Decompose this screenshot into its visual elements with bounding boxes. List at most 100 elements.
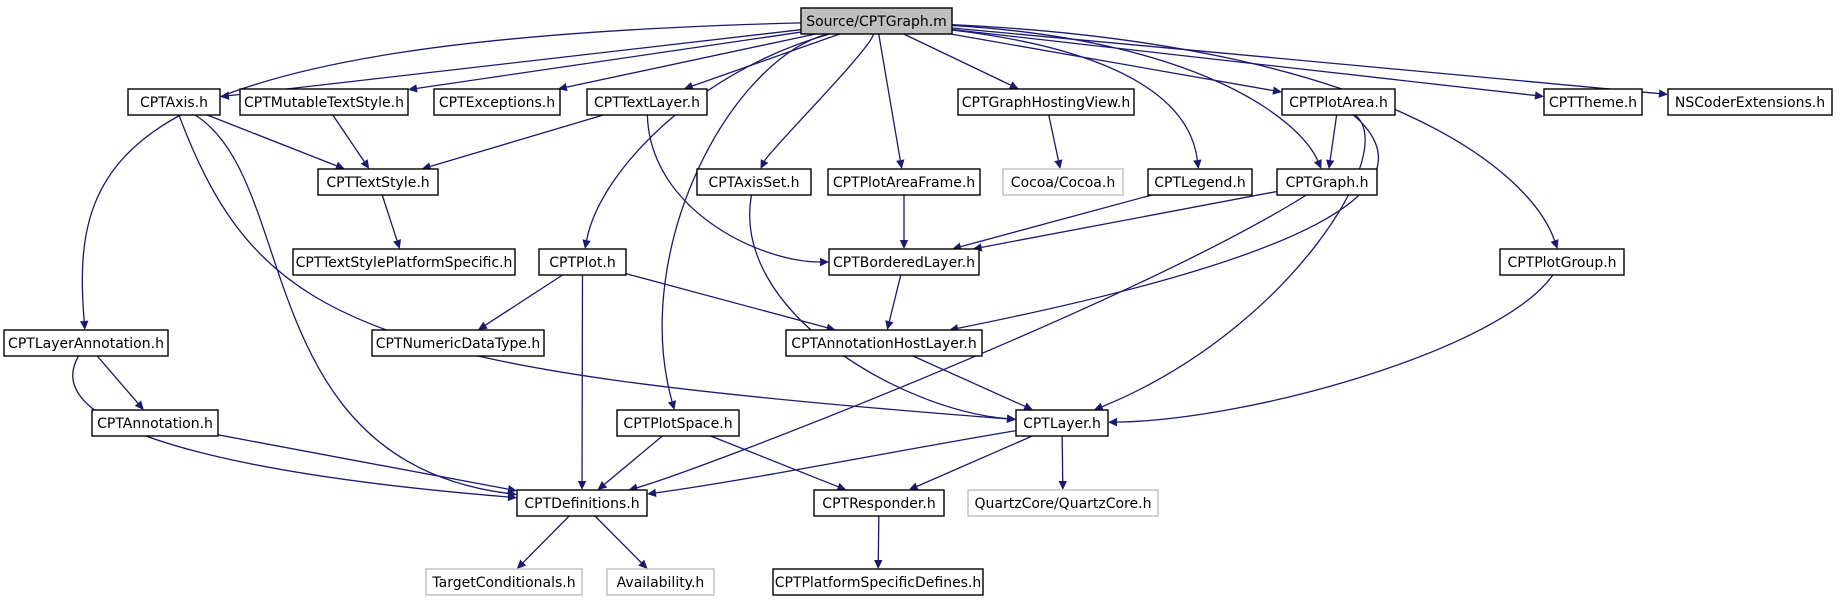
node-textlayer[interactable]: CPTTextLayer.h <box>586 88 708 116</box>
edge-mutabletextstyle-to-textstyle <box>332 114 365 162</box>
arrowhead-root-to-mutabletextstyle <box>408 84 418 93</box>
arrowhead-textstyle-to-textstyleplatform <box>392 239 401 249</box>
node-label-axisset: CPTAxisSet.h <box>708 175 799 191</box>
arrowhead-plotspace-to-responder <box>836 482 847 491</box>
edge-root-to-plotarea <box>950 33 1274 92</box>
node-box-layer <box>1015 409 1109 437</box>
node-box-plotgroup <box>1499 248 1625 276</box>
edge-legend-to-borderedlayer <box>960 194 1153 248</box>
node-plot[interactable]: CPTPlot.h <box>538 248 627 276</box>
node-label-plotspace: CPTPlotSpace.h <box>623 416 732 432</box>
node-box-exceptions <box>433 88 561 116</box>
node-box-plotarea <box>1281 88 1396 116</box>
arrowhead-root-to-plotareaframe <box>896 159 905 169</box>
node-annotation[interactable]: CPTAnnotation.h <box>91 409 219 437</box>
arrowhead-root-to-graphhostingview <box>1008 81 1019 89</box>
node-plotarea[interactable]: CPTPlotArea.h <box>1281 88 1396 116</box>
node-borderedlayer[interactable]: CPTBorderedLayer.h <box>828 248 980 276</box>
arrowhead-mutabletextstyle-to-textstyle <box>360 159 370 169</box>
node-textstyleplatform[interactable]: CPTTextStylePlatformSpecific.h <box>292 248 516 276</box>
arrowhead-plot-to-definitions <box>577 480 587 490</box>
node-label-plot: CPTPlot.h <box>549 255 615 271</box>
arrowhead-plotgroup-to-layer <box>1108 417 1118 427</box>
edge-root-to-theme <box>951 28 1536 97</box>
node-nscoder[interactable]: NSCoderExtensions.h <box>1667 88 1833 116</box>
edge-borderedlayer-to-annotationhostlayer <box>888 274 902 322</box>
node-label-plotarea: CPTPlotArea.h <box>1289 95 1388 111</box>
node-box-graphhostingview <box>957 88 1135 116</box>
node-axisset[interactable]: CPTAxisSet.h <box>696 168 812 196</box>
node-mutabletextstyle[interactable]: CPTMutableTextStyle.h <box>239 88 409 116</box>
node-layer[interactable]: CPTLayer.h <box>1015 409 1109 437</box>
edge-root-to-textlayer <box>692 33 840 87</box>
node-plotgroup[interactable]: CPTPlotGroup.h <box>1499 248 1625 276</box>
node-textstyle[interactable]: CPTTextStyle.h <box>317 168 439 196</box>
edge-root-to-plotgroup <box>951 23 1556 241</box>
edge-graph_h-to-definitions <box>636 194 1307 489</box>
arrowhead-root-to-legend <box>1193 159 1202 169</box>
node-plotareaframe[interactable]: CPTPlotAreaFrame.h <box>827 168 981 196</box>
node-theme[interactable]: CPTTheme.h <box>1543 88 1643 116</box>
node-label-theme: CPTTheme.h <box>1549 95 1637 111</box>
edge-layer-to-quartzcore <box>1061 435 1064 482</box>
node-label-definitions: CPTDefinitions.h <box>524 496 639 512</box>
edge-layer-to-responder <box>916 435 1033 487</box>
edge-cptaxis-to-layer <box>178 114 1008 420</box>
node-box-axisset <box>696 168 812 196</box>
edge-cptaxis-to-textstyle <box>206 114 337 167</box>
node-label-exceptions: CPTExceptions.h <box>439 95 555 111</box>
node-box-nscoder <box>1667 88 1833 116</box>
node-root[interactable]: Source/CPTGraph.m <box>800 7 953 35</box>
edge-axisset-to-layer <box>749 194 1008 420</box>
node-box-cocoa <box>1002 168 1124 196</box>
node-box-availability <box>606 568 715 596</box>
node-annotationhostlayer[interactable]: CPTAnnotationHostLayer.h <box>785 329 983 357</box>
edge-textlayer-to-borderedlayer <box>646 114 821 263</box>
edge-annotation-to-definitions <box>217 434 509 490</box>
node-label-layer: CPTLayer.h <box>1023 416 1101 432</box>
arrowhead-layerannotation-to-annotation <box>134 400 144 410</box>
node-layerannotation[interactable]: CPTLayerAnnotation.h <box>3 329 169 357</box>
node-box-quartzcore <box>967 489 1159 517</box>
arrowhead-root-to-nscoder <box>1658 89 1668 98</box>
node-box-textlayer <box>586 88 708 116</box>
node-box-cptaxis <box>127 88 221 116</box>
node-plotspace[interactable]: CPTPlotSpace.h <box>616 409 740 437</box>
node-cptaxis[interactable]: CPTAxis.h <box>127 88 221 116</box>
edge-plotarea-to-graph_h <box>1329 114 1338 161</box>
node-numericdatatype[interactable]: CPTNumericDataType.h <box>371 329 545 357</box>
arrowhead-borderedlayer-to-annotationhostlayer <box>885 320 894 330</box>
arrowhead-root-to-textlayer <box>683 82 694 90</box>
arrowhead-cptaxis-to-textstyle <box>334 161 345 170</box>
node-legend[interactable]: CPTLegend.h <box>1147 168 1253 196</box>
node-availability: Availability.h <box>606 568 715 596</box>
arrowhead-plotspace-to-definitions <box>597 481 608 490</box>
node-quartzcore: QuartzCore/QuartzCore.h <box>967 489 1159 517</box>
node-label-annotation: CPTAnnotation.h <box>97 416 213 432</box>
edge-root-to-layerannotation <box>81 22 802 322</box>
arrowhead-plot-to-numericdatatype <box>477 321 488 330</box>
edge-layer-to-definitions <box>655 430 1017 494</box>
edge-plotspace-to-definitions <box>604 435 663 485</box>
edge-root-to-cptaxis <box>228 29 802 97</box>
node-graph_h[interactable]: CPTGraph.h <box>1276 168 1378 196</box>
node-box-targetconditionals <box>425 568 583 596</box>
node-definitions[interactable]: CPTDefinitions.h <box>516 489 648 517</box>
node-label-textstyle: CPTTextStyle.h <box>326 175 429 191</box>
node-box-annotation <box>91 409 219 437</box>
node-responder[interactable]: CPTResponder.h <box>813 489 945 517</box>
edge-cptaxis-to-definitions <box>194 114 509 495</box>
arrowhead-root-to-plot <box>582 239 591 249</box>
edge-root-to-nscoder <box>951 27 1660 95</box>
edge-plotarea-to-layer <box>1101 114 1366 408</box>
edge-definitions-to-availability <box>594 515 642 564</box>
node-graphhostingview[interactable]: CPTGraphHostingView.h <box>957 88 1135 116</box>
arrowhead-root-to-plotgroup <box>1550 239 1559 249</box>
arrowhead-plotareaframe-to-borderedlayer <box>899 240 909 249</box>
node-exceptions[interactable]: CPTExceptions.h <box>433 88 561 116</box>
node-label-mutabletextstyle: CPTMutableTextStyle.h <box>244 95 404 111</box>
arrowhead-root-to-layerannotation <box>79 320 89 330</box>
node-platformspecific[interactable]: CPTPlatformSpecificDefines.h <box>772 568 984 596</box>
edge-layerannotation-to-annotation <box>96 355 139 404</box>
node-box-legend <box>1147 168 1253 196</box>
